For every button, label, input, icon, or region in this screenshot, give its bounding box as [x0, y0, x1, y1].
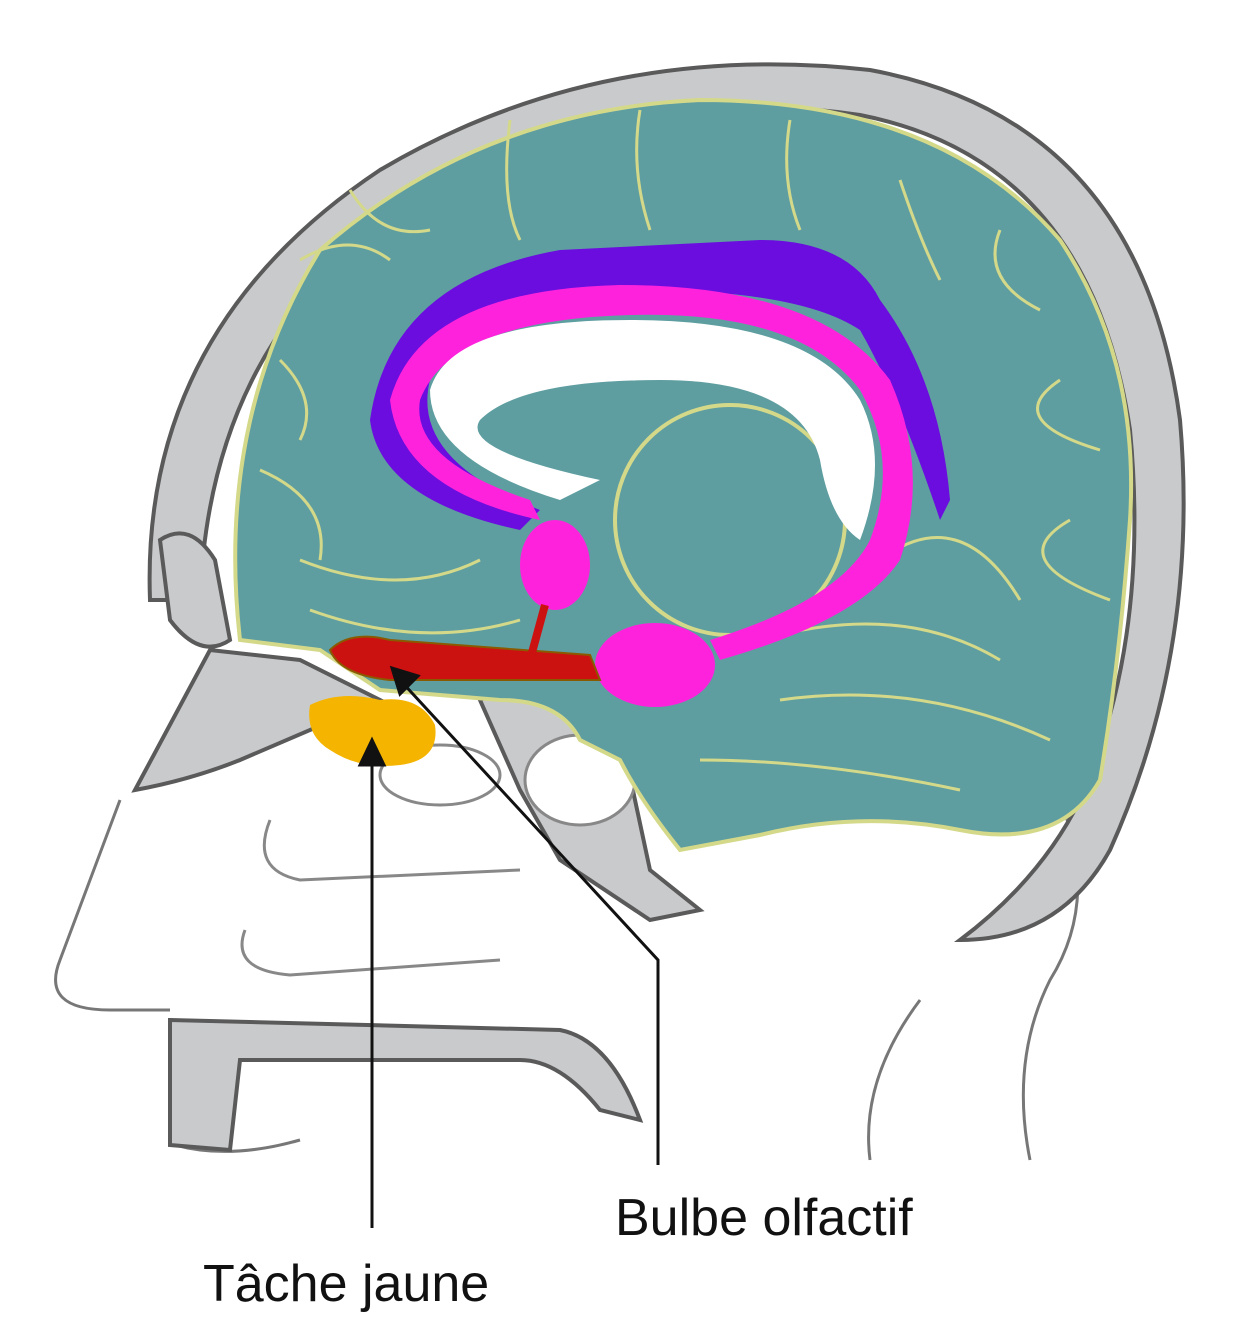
- annotation-arrows: [357, 665, 660, 1228]
- yellow-spot: [309, 696, 436, 766]
- mammillary-body: [520, 520, 590, 610]
- lateral-ventricle: [430, 320, 875, 540]
- label-tache-jaune: Tâche jaune: [203, 1255, 490, 1313]
- facial-bones: [131, 531, 705, 1153]
- amygdala: [595, 623, 715, 707]
- olfactory-stalk: [526, 603, 549, 662]
- label-bulbe-olfactif: Bulbe olfactif: [615, 1189, 913, 1247]
